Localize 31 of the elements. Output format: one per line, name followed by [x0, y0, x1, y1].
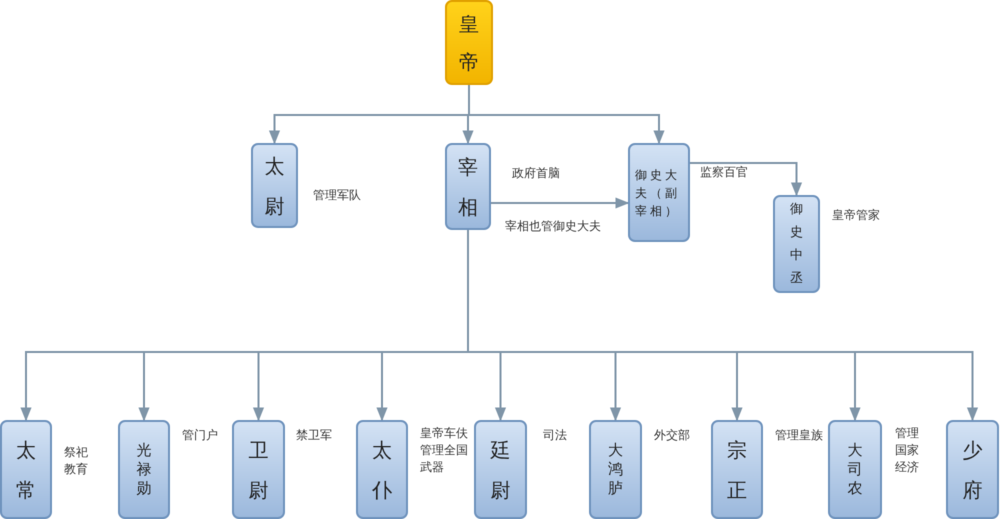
office-title: 太仆 — [371, 436, 393, 504]
office-title: 太常 — [15, 436, 37, 504]
arrow — [491, 197, 630, 209]
office-title: 御史大夫（副宰相） — [635, 166, 681, 220]
arrow — [690, 162, 802, 196]
office-title: 宰相 — [457, 154, 479, 220]
office-title: 御史中丞 — [789, 201, 804, 288]
duty-note: 管理国家经济 — [895, 425, 920, 476]
arrow — [468, 85, 665, 144]
top-box — [445, 0, 493, 85]
office-title: 皇帝 — [458, 10, 480, 76]
duty-note: 禁卫军 — [296, 427, 333, 444]
duty-note: 管理军队 — [313, 187, 362, 204]
office-box — [628, 143, 690, 242]
office-title: 太尉 — [264, 152, 286, 220]
duty-note: 管门户 — [182, 427, 219, 444]
duty-note: 祭祀教育 — [64, 444, 89, 478]
office-title: 廷尉 — [490, 436, 512, 504]
office-title: 光禄勋 — [136, 441, 152, 498]
duty-note: 政府首脑 — [512, 165, 561, 182]
duty-note: 管理皇族 — [775, 427, 824, 444]
duty-note: 外交部 — [654, 427, 691, 444]
office-box — [946, 420, 999, 519]
duty-note: 皇帝车伕管理全国武器 — [420, 425, 469, 476]
office-title: 卫尉 — [248, 436, 270, 504]
office-title: 大司农 — [846, 441, 864, 498]
duty-note: 皇帝管家 — [832, 207, 881, 224]
duty-note: 司法 — [543, 427, 568, 444]
office-title: 大鸿胪 — [607, 441, 624, 498]
office-title: 少府 — [962, 436, 984, 504]
office-title: 宗正 — [726, 436, 748, 504]
